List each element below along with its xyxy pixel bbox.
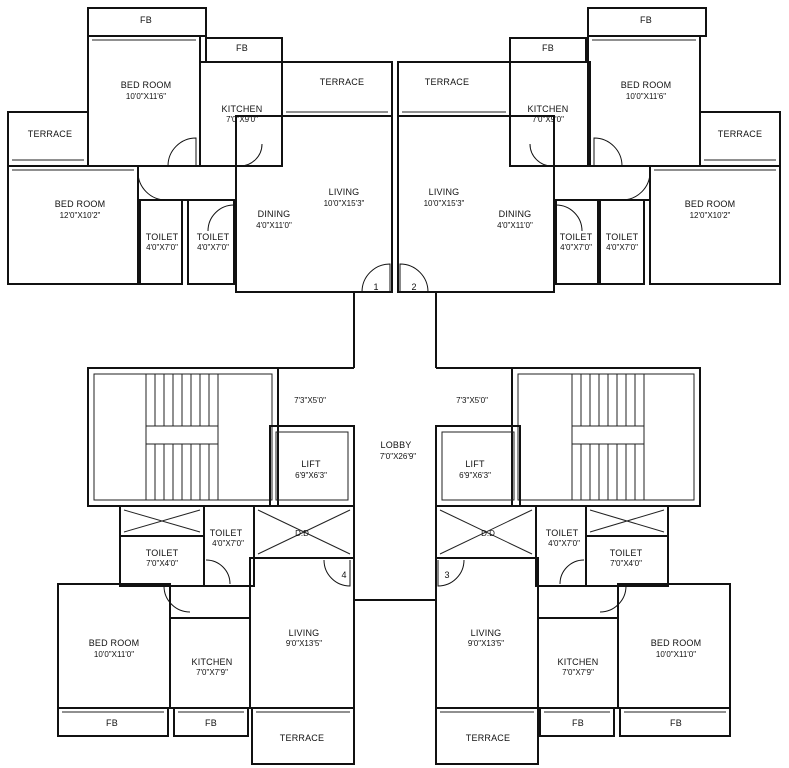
living-label: LIVING: [329, 187, 360, 197]
terrace-label: TERRACE: [280, 733, 324, 743]
toilet-label: TOILET: [546, 528, 579, 538]
lobby-label: LOBBY: [380, 440, 411, 450]
toilet-size: 4'0"X7'0": [146, 243, 178, 252]
stair-treads-right: [580, 374, 636, 500]
lift-size: 6'9"X6'3": [295, 471, 327, 480]
kitchen-size: 7'0"X7'9": [196, 668, 228, 677]
toilet-label: TOILET: [210, 528, 243, 538]
bedroom-label: BED ROOM: [651, 638, 702, 648]
flat-4-walls: [57, 505, 436, 765]
fb-label: FB: [236, 43, 248, 53]
flat-number-2: 2: [411, 282, 416, 292]
fb-label: FB: [640, 15, 652, 25]
kitchen-label: KITCHEN: [192, 657, 233, 667]
living-label: LIVING: [471, 628, 502, 638]
fb-label: FB: [572, 718, 584, 728]
flat-number-4: 4: [341, 570, 346, 580]
lift-size: 6'9"X6'3": [459, 471, 491, 480]
stair-landing-size: 7'3"X5'0": [294, 396, 326, 405]
toilet-size: 4'0"X7'0": [606, 243, 638, 252]
stair-treads-left: [154, 374, 210, 500]
toilet-label: TOILET: [146, 232, 179, 242]
toilet-size: 7'0"X4'0": [146, 559, 178, 568]
living-label: LIVING: [289, 628, 320, 638]
toilet-size: 4'0"X7'0": [212, 539, 244, 548]
bedroom-size: 10'0"X11'6": [126, 92, 166, 101]
kitchen-size: 7'0"X9'0": [226, 115, 258, 124]
living-label: LIVING: [429, 187, 460, 197]
toilet-size: 4'0"X7'0": [197, 243, 229, 252]
bedroom-label: BED ROOM: [685, 199, 736, 209]
toilet-size: 4'0"X7'0": [560, 243, 592, 252]
fb-label: FB: [670, 718, 682, 728]
flat-number-3: 3: [444, 570, 449, 580]
living-size: 9'0"X13'5": [468, 639, 504, 648]
dining-size: 4'0"X11'0": [256, 221, 292, 230]
bedroom-label: BED ROOM: [121, 80, 172, 90]
toilet-size: 4'0"X7'0": [548, 539, 580, 548]
bedroom-size: 12'0"X10'2": [690, 211, 731, 220]
kitchen-size: 7'0"X9'0": [532, 115, 564, 124]
fb-label: FB: [542, 43, 554, 53]
lobby-size: 7'0"X26'9": [380, 452, 416, 461]
kitchen-size: 7'0"X7'9": [562, 668, 594, 677]
bedroom-size: 10'0"X11'0": [94, 650, 134, 659]
stair-landing-size: 7'3"X5'0": [456, 396, 488, 405]
toilet-size: 7'0"X4'0": [610, 559, 642, 568]
living-size: 10'0"X15'3": [424, 199, 465, 208]
flat-3-walls: [435, 505, 731, 765]
toilet-label: TOILET: [610, 548, 643, 558]
terrace-label: TERRACE: [320, 77, 364, 87]
toilet-label: TOILET: [146, 548, 179, 558]
kitchen-label: KITCHEN: [222, 104, 263, 114]
fb-label: FB: [140, 15, 152, 25]
bedroom-label: BED ROOM: [89, 638, 140, 648]
fb-label: FB: [106, 718, 118, 728]
dining-label: DINING: [499, 209, 532, 219]
bedroom-size: 10'0"X11'6": [626, 92, 666, 101]
fb-label: FB: [205, 718, 217, 728]
dining-size: 4'0"X11'0": [497, 221, 533, 230]
duct-label: D.D: [295, 529, 309, 538]
toilet-label: TOILET: [560, 232, 593, 242]
living-size: 10'0"X15'3": [324, 199, 365, 208]
terrace-label: TERRACE: [466, 733, 510, 743]
lift-label: LIFT: [465, 459, 485, 469]
lift-label: LIFT: [301, 459, 321, 469]
terrace-label: TERRACE: [28, 129, 72, 139]
kitchen-label: KITCHEN: [528, 104, 569, 114]
toilet-label: TOILET: [606, 232, 639, 242]
bedroom-size: 12'0"X10'2": [60, 211, 101, 220]
bedroom-label: BED ROOM: [55, 199, 106, 209]
flat-number-1: 1: [373, 282, 378, 292]
living-size: 9'0"X13'5": [286, 639, 322, 648]
duct-label: D.D: [481, 529, 495, 538]
bedroom-label: BED ROOM: [621, 80, 672, 90]
terrace-label: TERRACE: [718, 129, 762, 139]
dining-label: DINING: [258, 209, 291, 219]
bedroom-size: 10'0"X11'0": [656, 650, 696, 659]
toilet-label: TOILET: [197, 232, 230, 242]
terrace-label: TERRACE: [425, 77, 469, 87]
kitchen-label: KITCHEN: [558, 657, 599, 667]
